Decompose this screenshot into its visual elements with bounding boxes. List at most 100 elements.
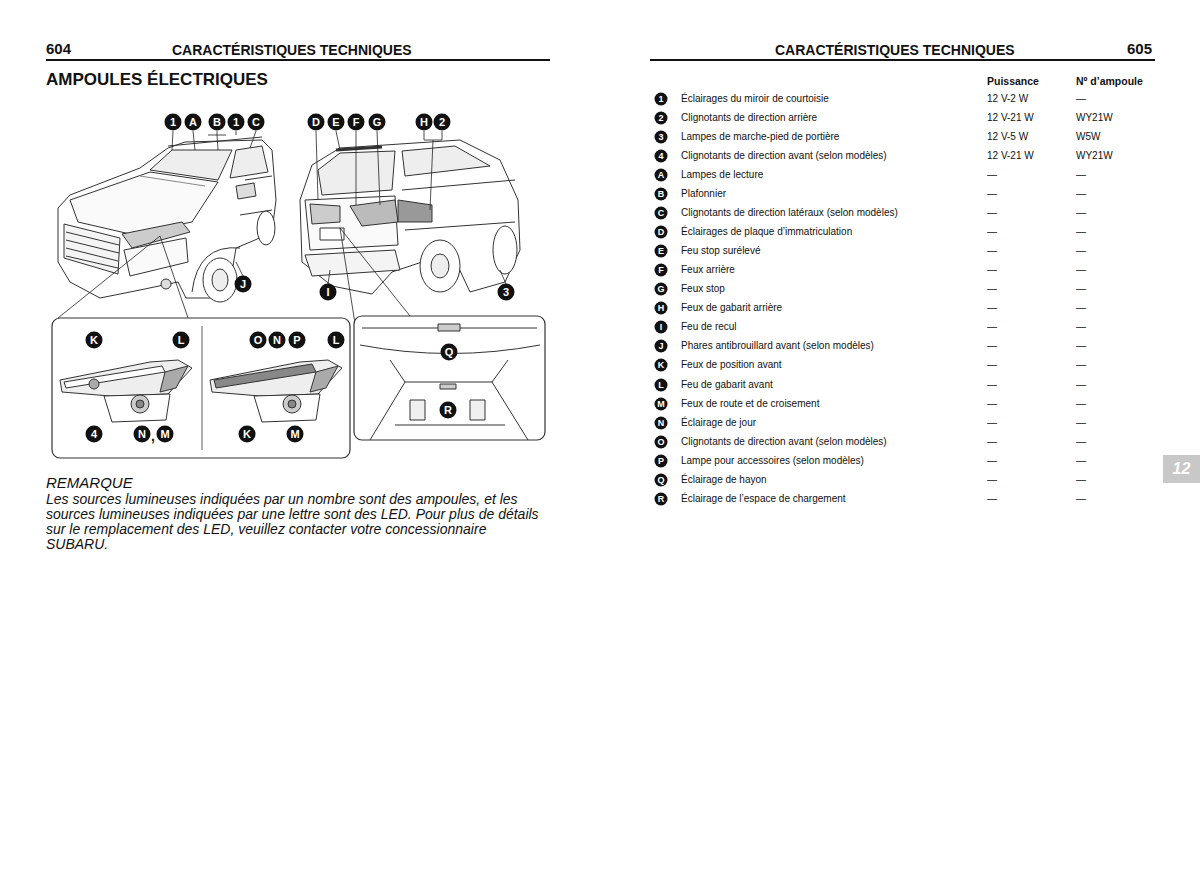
line-art — [64, 366, 165, 388]
rear-car — [300, 140, 520, 294]
table-cell: Éclairages du miroir de courtoisie — [681, 92, 829, 106]
table-cell: — — [987, 454, 997, 468]
callout-number: P — [655, 454, 668, 467]
line-art — [431, 254, 449, 278]
line-art — [89, 379, 99, 389]
table-cell: 12 V-21 W — [987, 111, 1034, 125]
table-cell: — — [987, 473, 997, 487]
callout-number: A — [185, 114, 202, 131]
section-title: AMPOULES ÉLECTRIQUES — [46, 70, 268, 90]
table-cell: Feux de position avant — [681, 358, 782, 372]
line-art — [354, 316, 545, 440]
table-cell: Lampes de marche-pied de portière — [681, 130, 839, 144]
callout-number: F — [655, 264, 668, 277]
line-art — [402, 180, 515, 230]
line-art — [283, 395, 301, 413]
line-art — [203, 258, 237, 302]
header-rules — [46, 59, 1155, 61]
table-cell: Feu de recul — [681, 320, 737, 334]
table-cell: — — [987, 263, 997, 277]
callout-number: Q — [655, 473, 668, 486]
callout-number: L — [328, 332, 345, 349]
callout-number: 3 — [655, 130, 668, 143]
page-number: 605 — [1127, 40, 1152, 58]
separator-comma: , — [151, 428, 155, 444]
callout-number: R — [440, 402, 457, 419]
line-art — [390, 360, 508, 382]
table-cell: — — [1076, 282, 1086, 296]
callout-number: E — [328, 114, 345, 131]
table-cell: Clignotants de direction latéraux (selon… — [681, 206, 898, 220]
headlight-right — [210, 360, 342, 422]
table-cell: Feu stop surélevé — [681, 244, 761, 258]
table-cell: — — [1076, 320, 1086, 334]
line-art — [210, 360, 342, 396]
line-art — [240, 176, 272, 215]
table-cell: — — [987, 320, 997, 334]
callout-number: 1 — [228, 114, 245, 131]
line-art — [300, 140, 520, 294]
callout-number: 2 — [434, 114, 451, 131]
line-art — [257, 211, 275, 245]
line-art — [136, 400, 144, 408]
line-art — [140, 176, 205, 186]
note-heading: REMARQUE — [46, 474, 133, 492]
table-cell: — — [987, 416, 997, 430]
line-art — [310, 366, 338, 392]
line-art — [58, 140, 276, 298]
table-cell: — — [1076, 92, 1086, 106]
callout-number: 1 — [165, 114, 182, 131]
line-art — [60, 360, 192, 396]
callout-number: M — [157, 426, 174, 443]
line-art — [46, 59, 550, 61]
callout-number: M — [287, 426, 304, 443]
callout-number: N — [134, 426, 151, 443]
table-cell: — — [987, 282, 997, 296]
table-cell: Clignotants de direction avant (selon mo… — [681, 435, 887, 449]
table-cell: Feux de gabarit arrière — [681, 301, 782, 315]
table-cell: — — [1076, 397, 1086, 411]
table-cell: W5W — [1076, 130, 1100, 144]
callout-number: N — [655, 416, 668, 429]
table-cell: 12 V-2 W — [987, 92, 1028, 106]
table-cell: — — [987, 225, 997, 239]
table-cell: — — [1076, 473, 1086, 487]
table-cell: — — [987, 397, 997, 411]
line-art — [316, 131, 380, 205]
table-cell: Lampes de lecture — [681, 168, 763, 182]
table-cell: — — [1076, 206, 1086, 220]
line-art — [288, 400, 296, 408]
line-art — [236, 183, 256, 199]
table-cell: 12 V-5 W — [987, 130, 1028, 144]
line-art — [410, 400, 485, 420]
table-cell: WY21W — [1076, 111, 1113, 125]
table-cell: — — [987, 435, 997, 449]
callout-number: D — [655, 225, 668, 238]
callout-number: B — [209, 114, 226, 131]
table-cell: — — [987, 339, 997, 353]
table-cell: — — [1076, 263, 1086, 277]
table-cell: WY21W — [1076, 149, 1113, 163]
table-cell: — — [1076, 454, 1086, 468]
line-art — [440, 384, 456, 389]
callout-number: D — [308, 114, 325, 131]
line-art — [160, 366, 188, 392]
callout-number: K — [86, 332, 103, 349]
line-art — [214, 364, 316, 388]
callout-number: L — [655, 378, 668, 391]
table-cell: Feux stop — [681, 282, 725, 296]
callout-number: K — [239, 426, 256, 443]
table-cell: — — [1076, 435, 1086, 449]
tab-number: 12 — [1173, 460, 1191, 478]
front-car — [58, 137, 276, 302]
line-art — [350, 200, 398, 226]
line-art — [650, 59, 1155, 61]
callout-number: G — [655, 283, 668, 296]
table-cell: Feux arrière — [681, 263, 735, 277]
table-cell: — — [1076, 187, 1086, 201]
column-header: Nº d’ampoule — [1076, 74, 1143, 88]
line-art — [395, 425, 505, 426]
line-art — [420, 240, 460, 292]
line-art — [168, 137, 262, 146]
